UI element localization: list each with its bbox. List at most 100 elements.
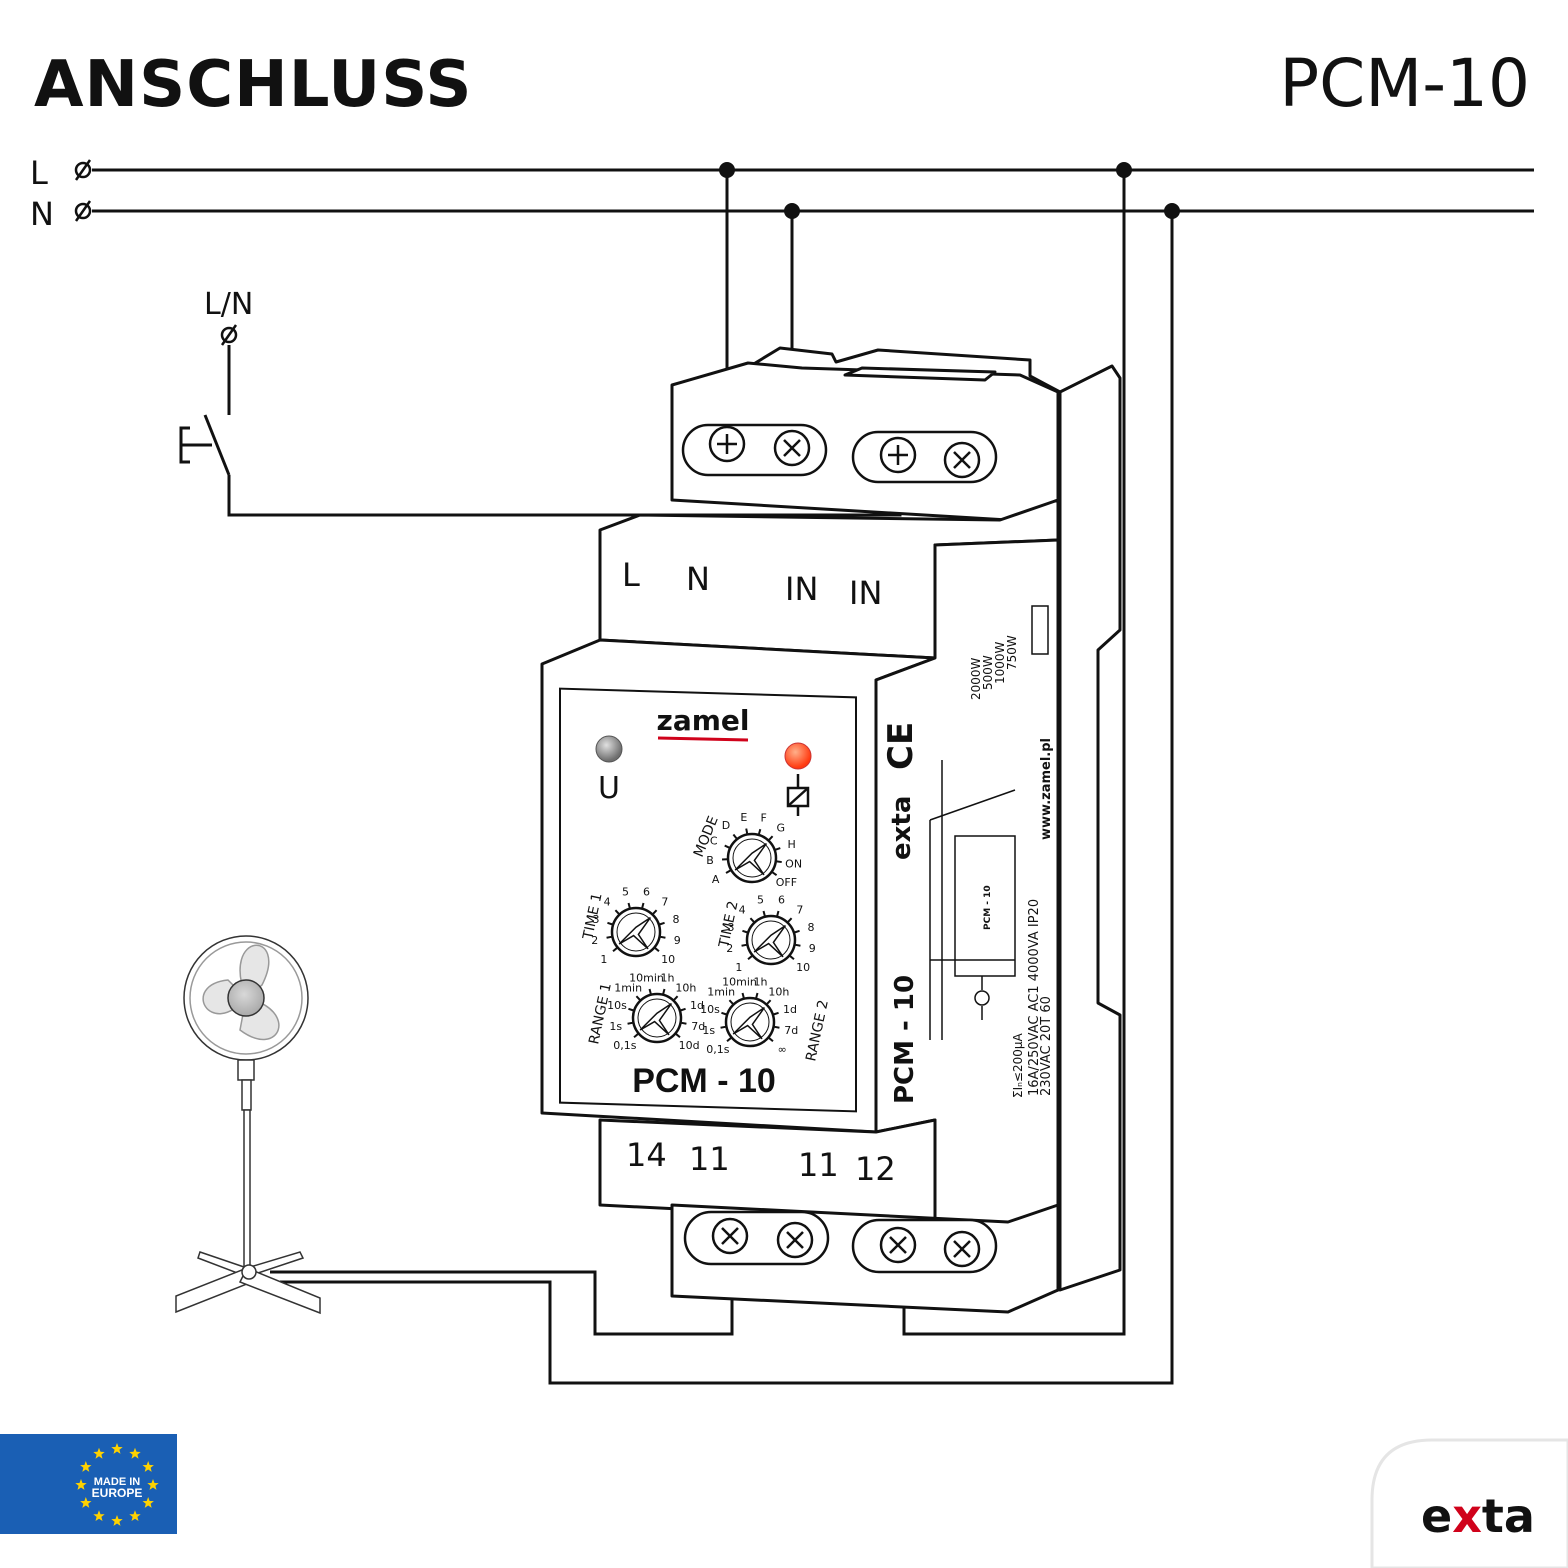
knob-scale-label: 10d — [679, 1039, 700, 1052]
knob-tick — [771, 871, 778, 877]
knob-scale-label: 10 — [796, 961, 810, 974]
exta-footer-logo: exta — [1370, 1438, 1568, 1568]
side-spec-1: 230VAC 20T 60 — [1039, 996, 1054, 1096]
knob-tick — [745, 828, 749, 834]
power-led — [595, 735, 623, 763]
knob-scale-label: 0,1s — [613, 1039, 636, 1052]
knob-scale-label: ∞ — [778, 1043, 787, 1056]
knob-tick — [787, 917, 793, 923]
knob-tick — [627, 902, 631, 909]
made-in-europe-badge: MADE IN EUROPE — [0, 1434, 177, 1534]
knob-tick — [633, 1033, 639, 1039]
side-spec-3: www.zamel.pl — [1039, 738, 1054, 840]
knob-tick — [732, 833, 738, 840]
knob-scale-label: 10s — [700, 1003, 720, 1016]
knob-scale-label: 9 — [809, 942, 816, 955]
knob-scale-label: 10h — [675, 981, 696, 994]
knob-pointer — [639, 1002, 673, 1036]
side-load-1: 2000W — [969, 657, 983, 700]
knob-tick — [652, 909, 658, 915]
knob-scale-label: 5 — [622, 885, 629, 898]
side-spec-2: 16A/250VAC AC1 4000VA IP20 — [1027, 899, 1042, 1096]
side-printing: PCM - 10 CE exta ΣIₙ≤200µA 230VAC 20T 60… — [881, 605, 1054, 1104]
knob-tick — [606, 935, 612, 939]
side-load-3: 1000W — [993, 641, 1007, 684]
knob-tick — [628, 1007, 634, 1012]
knob-tick — [774, 1025, 780, 1029]
knob-tick — [776, 910, 780, 917]
knob-tick — [747, 955, 753, 961]
line-label: L — [30, 154, 48, 192]
knob-tick — [680, 1007, 686, 1012]
knob-scale-label: A — [712, 873, 720, 886]
knob-tick — [662, 988, 666, 995]
knob-scale-label: 10min — [629, 971, 664, 984]
knob-scale-label: 8 — [672, 913, 679, 926]
knob-tick — [741, 992, 745, 999]
origin-line-1: MADE IN — [94, 1476, 141, 1488]
knob-tick — [721, 1011, 727, 1016]
knob-scale-label: 0,1s — [706, 1043, 729, 1056]
knob-tick — [742, 929, 748, 934]
top-terminal-labels: L N IN IN — [622, 556, 882, 612]
knob-scale-label: 1h — [660, 971, 674, 984]
knob-scale-label: 6 — [778, 893, 785, 906]
eu-star — [93, 1447, 105, 1459]
knob-tick — [795, 943, 801, 947]
knob-pointer — [732, 1006, 766, 1040]
side-model: PCM - 10 — [890, 975, 920, 1104]
side-load-4: 750W — [1005, 635, 1019, 670]
knob-tick — [768, 1037, 774, 1043]
knob-tick — [635, 995, 641, 1001]
knob-tick — [755, 992, 759, 999]
knob-tick — [789, 955, 795, 961]
supply-bus — [74, 159, 1534, 222]
knob-scale-label: 2 — [726, 942, 733, 955]
knob-scale-label: 3 — [593, 913, 600, 926]
eu-star — [129, 1447, 141, 1459]
eu-star — [111, 1515, 123, 1526]
knob-scale-label: 1d — [783, 1003, 797, 1016]
knob-scale-label: 1 — [735, 961, 742, 974]
knob-scale-label: 2 — [591, 934, 598, 947]
footer-brand-post: ta — [1482, 1489, 1535, 1543]
knob-scale-label: 1s — [702, 1024, 715, 1037]
footer-brand-x: x — [1452, 1489, 1482, 1543]
terminal-label-11a: 11 — [689, 1140, 730, 1178]
knob-scale-label: 10h — [768, 985, 789, 998]
ce-mark: CE — [881, 722, 921, 770]
knob-scale-label: 10min — [722, 975, 757, 988]
eu-star — [142, 1461, 154, 1472]
front-label-panel — [559, 687, 857, 1113]
knob-scale-label: D — [722, 819, 730, 832]
knob-tick — [741, 943, 747, 947]
knob-tick — [660, 935, 666, 939]
model-title: PCM-10 — [1279, 45, 1530, 122]
eu-star — [147, 1479, 159, 1490]
knob-scale-label: 8 — [807, 921, 814, 934]
terminal-label-11b: 11 — [798, 1146, 839, 1184]
knob-tick — [766, 999, 772, 1005]
eu-star — [80, 1497, 92, 1508]
knob-scale-label: 10 — [661, 953, 675, 966]
eu-star — [75, 1479, 87, 1490]
page-title: ANSCHLUSS — [34, 48, 473, 122]
knob-scale-label: 1d — [690, 999, 704, 1012]
knob-scale-label: H — [787, 838, 795, 851]
knob-tick — [794, 929, 800, 934]
knob-tick — [757, 828, 762, 835]
knob-scale-label: 4 — [604, 895, 611, 908]
terminal-label-14: 14 — [626, 1136, 667, 1174]
knob-scale-label: 4 — [739, 903, 746, 916]
product-name: PCM - 10 — [632, 1062, 776, 1100]
terminal-label-12: 12 — [855, 1150, 896, 1188]
knob-tick — [775, 847, 781, 851]
knob-tick — [614, 909, 620, 915]
knob-scale-label: 7 — [661, 895, 668, 908]
knob-tick — [612, 947, 618, 953]
